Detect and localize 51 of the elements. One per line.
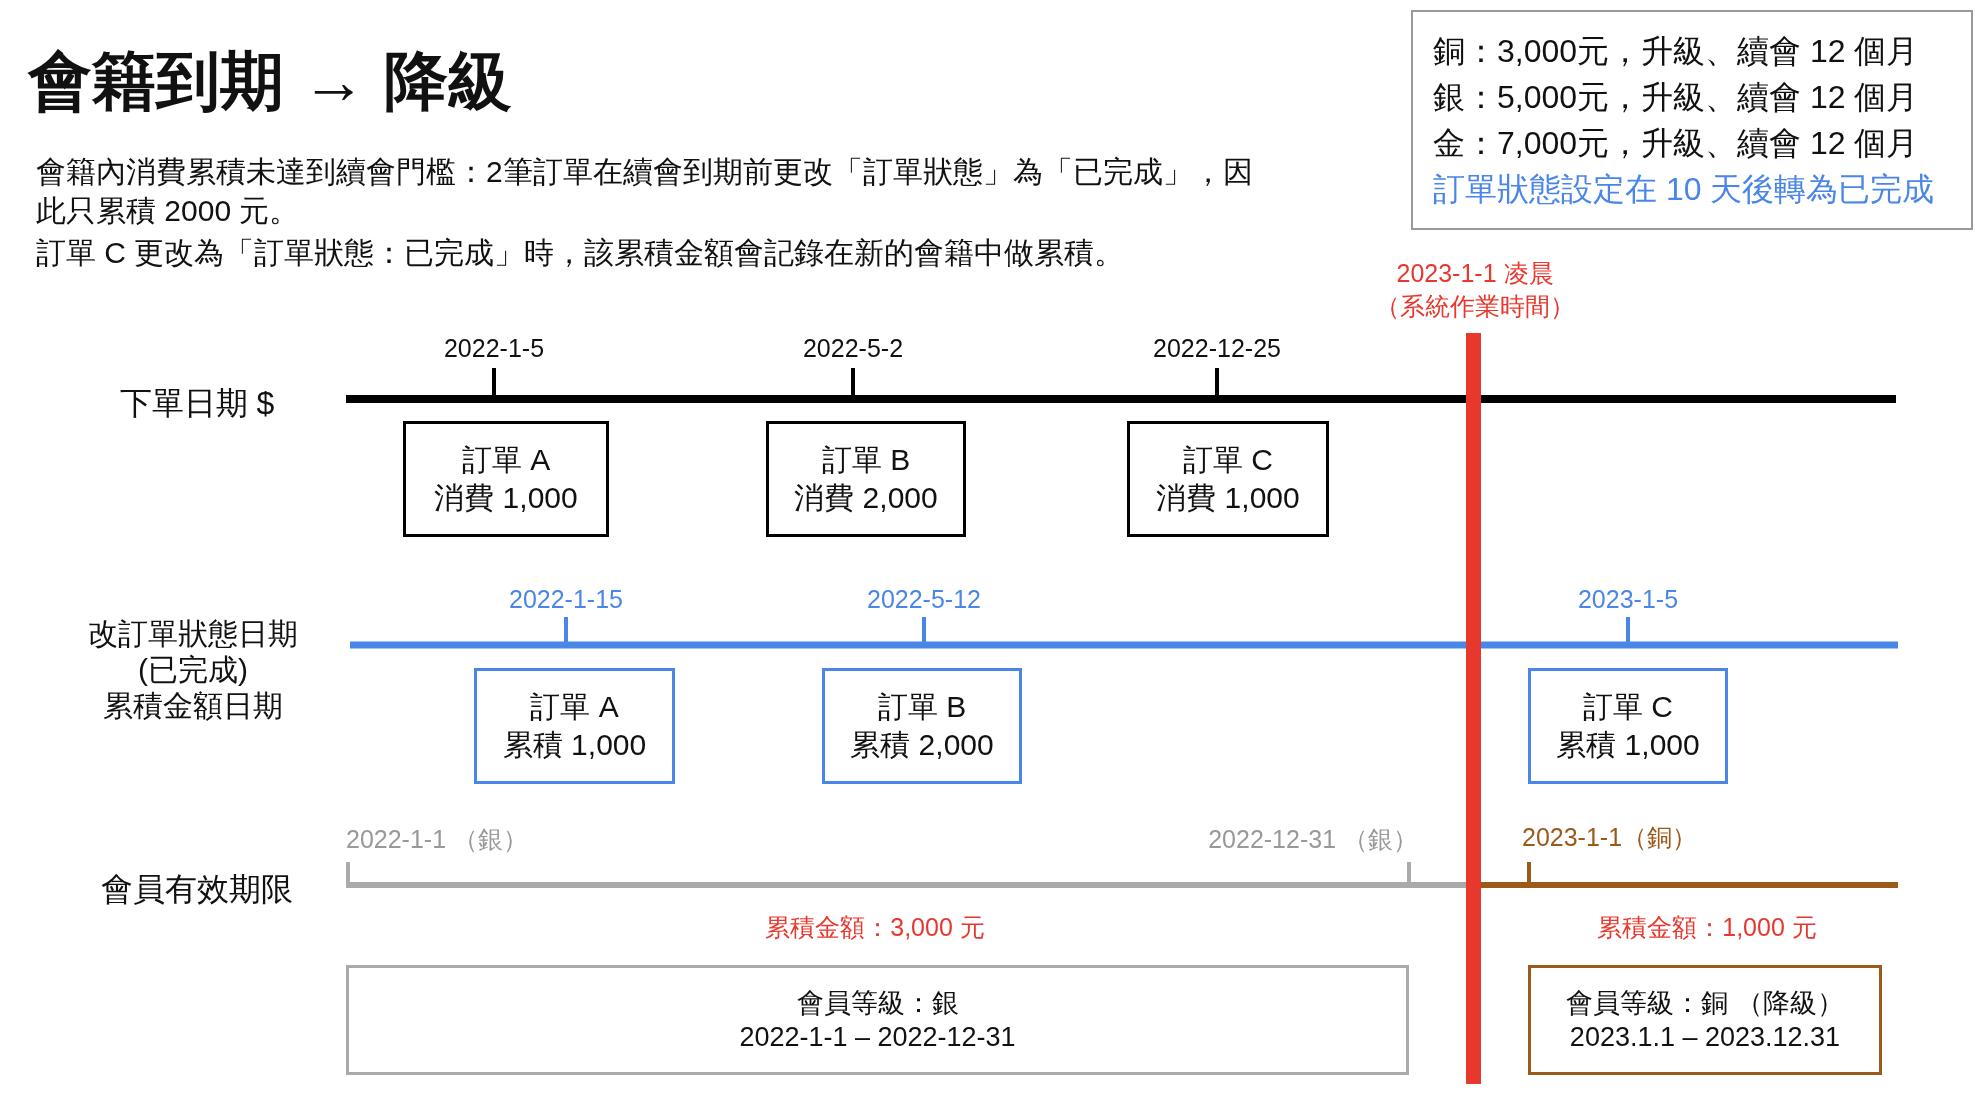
row-label: (已完成) xyxy=(138,652,248,688)
order-box xyxy=(1127,421,1329,537)
date-label: 2023-1-1（銅） xyxy=(1522,822,1698,853)
order-box xyxy=(403,421,609,537)
order-text: 訂單 C xyxy=(1583,689,1673,725)
order-text: 消費 2,000 xyxy=(794,480,938,516)
order-text: 累積 2,000 xyxy=(850,727,994,763)
membership-box xyxy=(1528,965,1882,1075)
tier-rule: 銀：5,000元，升級、續會 12 個月 xyxy=(1433,78,1919,117)
order-text: 消費 1,000 xyxy=(434,480,578,516)
order-box xyxy=(1528,668,1728,784)
row-label: 會員有效期限 xyxy=(101,870,293,909)
order-text: 訂單 C xyxy=(1183,442,1273,478)
order-text: 消費 1,000 xyxy=(1156,480,1300,516)
order-text: 累積 1,000 xyxy=(502,727,647,763)
date-label: 2022-1-15 xyxy=(509,584,623,615)
info-box xyxy=(1411,10,1973,230)
tier-rule: 銅：3,000元，升級、續會 12 個月 xyxy=(1433,32,1919,71)
membership-text: 會員等級：銀 xyxy=(796,987,959,1020)
date-label: 2022-12-31 （銀） xyxy=(1208,824,1418,855)
cutoff-bar xyxy=(1466,333,1481,1084)
order-text: 訂單 A xyxy=(530,689,619,725)
date-label: 2022-12-25 xyxy=(1153,333,1281,364)
membership-text: 會員等級：銅 （降級） xyxy=(1566,987,1844,1020)
order-text: 訂單 B xyxy=(877,689,967,725)
order-text: 累積 1,000 xyxy=(1556,727,1700,763)
title: 會籍到期 → 降級 xyxy=(28,44,512,119)
order-text: 訂單 B xyxy=(821,442,911,478)
total-label: 累積金額：1,000 元 xyxy=(1597,912,1817,943)
date-label: 2022-5-12 xyxy=(867,584,981,615)
membership-box xyxy=(346,965,1409,1075)
date-label: 2022-5-2 xyxy=(802,333,904,364)
date-label: 2022-1-5 xyxy=(443,333,545,364)
order-box xyxy=(822,668,1022,784)
tier-rule: 訂單狀態設定在 10 天後轉為已完成 xyxy=(1433,170,1935,209)
description-text: 訂單 C 更改為「訂單狀態：已完成」時，該累積金額會記錄在新的會籍中做累積。 xyxy=(36,235,1125,271)
row-label: 累積金額日期 xyxy=(103,688,283,724)
order-text: 訂單 A xyxy=(461,442,551,478)
description-text: 會籍內消費累積未達到續會門檻：2筆訂單在續會到期前更改「訂單狀態」為「已完成」，因此只累積 2000 元。 xyxy=(36,154,1254,229)
tier-rule: 金：7,000元，升級、續會 12 個月 xyxy=(1433,124,1919,163)
membership-text: 2022-1-1 – 2022-12-31 xyxy=(739,1021,1016,1054)
row-label: 下單日期 $ xyxy=(119,384,275,423)
row-label: 改訂單狀態日期 xyxy=(88,616,298,652)
order-box xyxy=(766,421,966,537)
total-label: 累積金額：3,000 元 xyxy=(765,912,985,943)
membership-text: 2023.1.1 – 2023.12.31 xyxy=(1569,1021,1841,1054)
cutoff-label: （系統作業時間） xyxy=(1375,291,1575,322)
cutoff-label: 2023-1-1 凌晨 xyxy=(1396,258,1554,289)
order-box xyxy=(474,668,675,784)
date-label: 2023-1-5 xyxy=(1577,584,1679,615)
date-label: 2022-1-1 （銀） xyxy=(346,824,529,855)
